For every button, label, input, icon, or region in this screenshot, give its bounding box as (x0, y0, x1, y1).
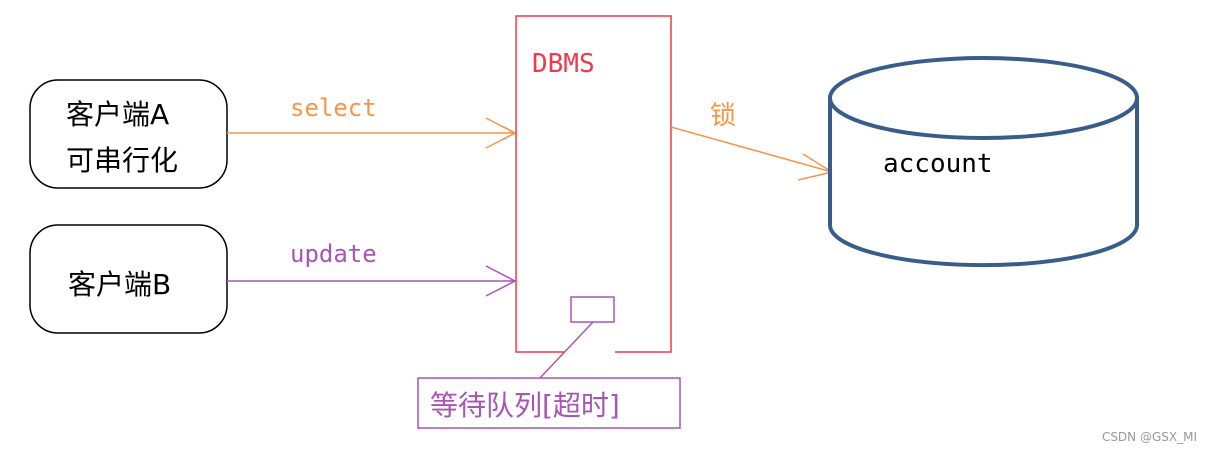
database-label: account (883, 149, 993, 179)
lock-label: 锁 (710, 101, 736, 131)
select-arrowhead (485, 117, 517, 149)
client-b-label: 客户端B (68, 268, 171, 301)
client-a-label: 客户端A (66, 98, 169, 131)
queue-label: 等待队列[超时] (430, 389, 620, 422)
select-label: select (290, 94, 377, 122)
client-b-box: 客户端B (29, 224, 228, 334)
update-label: update (290, 240, 377, 268)
lock-arrow (670, 126, 833, 173)
client-a-isolation: 可串行化 (66, 144, 178, 177)
watermark: CSDN @GSX_MI (1102, 430, 1197, 444)
dbms-box: DBMS (515, 15, 672, 353)
queue-slot (570, 296, 615, 323)
update-arrowhead (485, 265, 517, 297)
client-a-box: 客户端A 可串行化 (29, 79, 228, 189)
queue-connector (539, 321, 594, 379)
queue-callout: 等待队列[超时] (417, 377, 681, 429)
account-database: account (828, 56, 1139, 268)
dbms-label: DBMS (532, 49, 595, 79)
